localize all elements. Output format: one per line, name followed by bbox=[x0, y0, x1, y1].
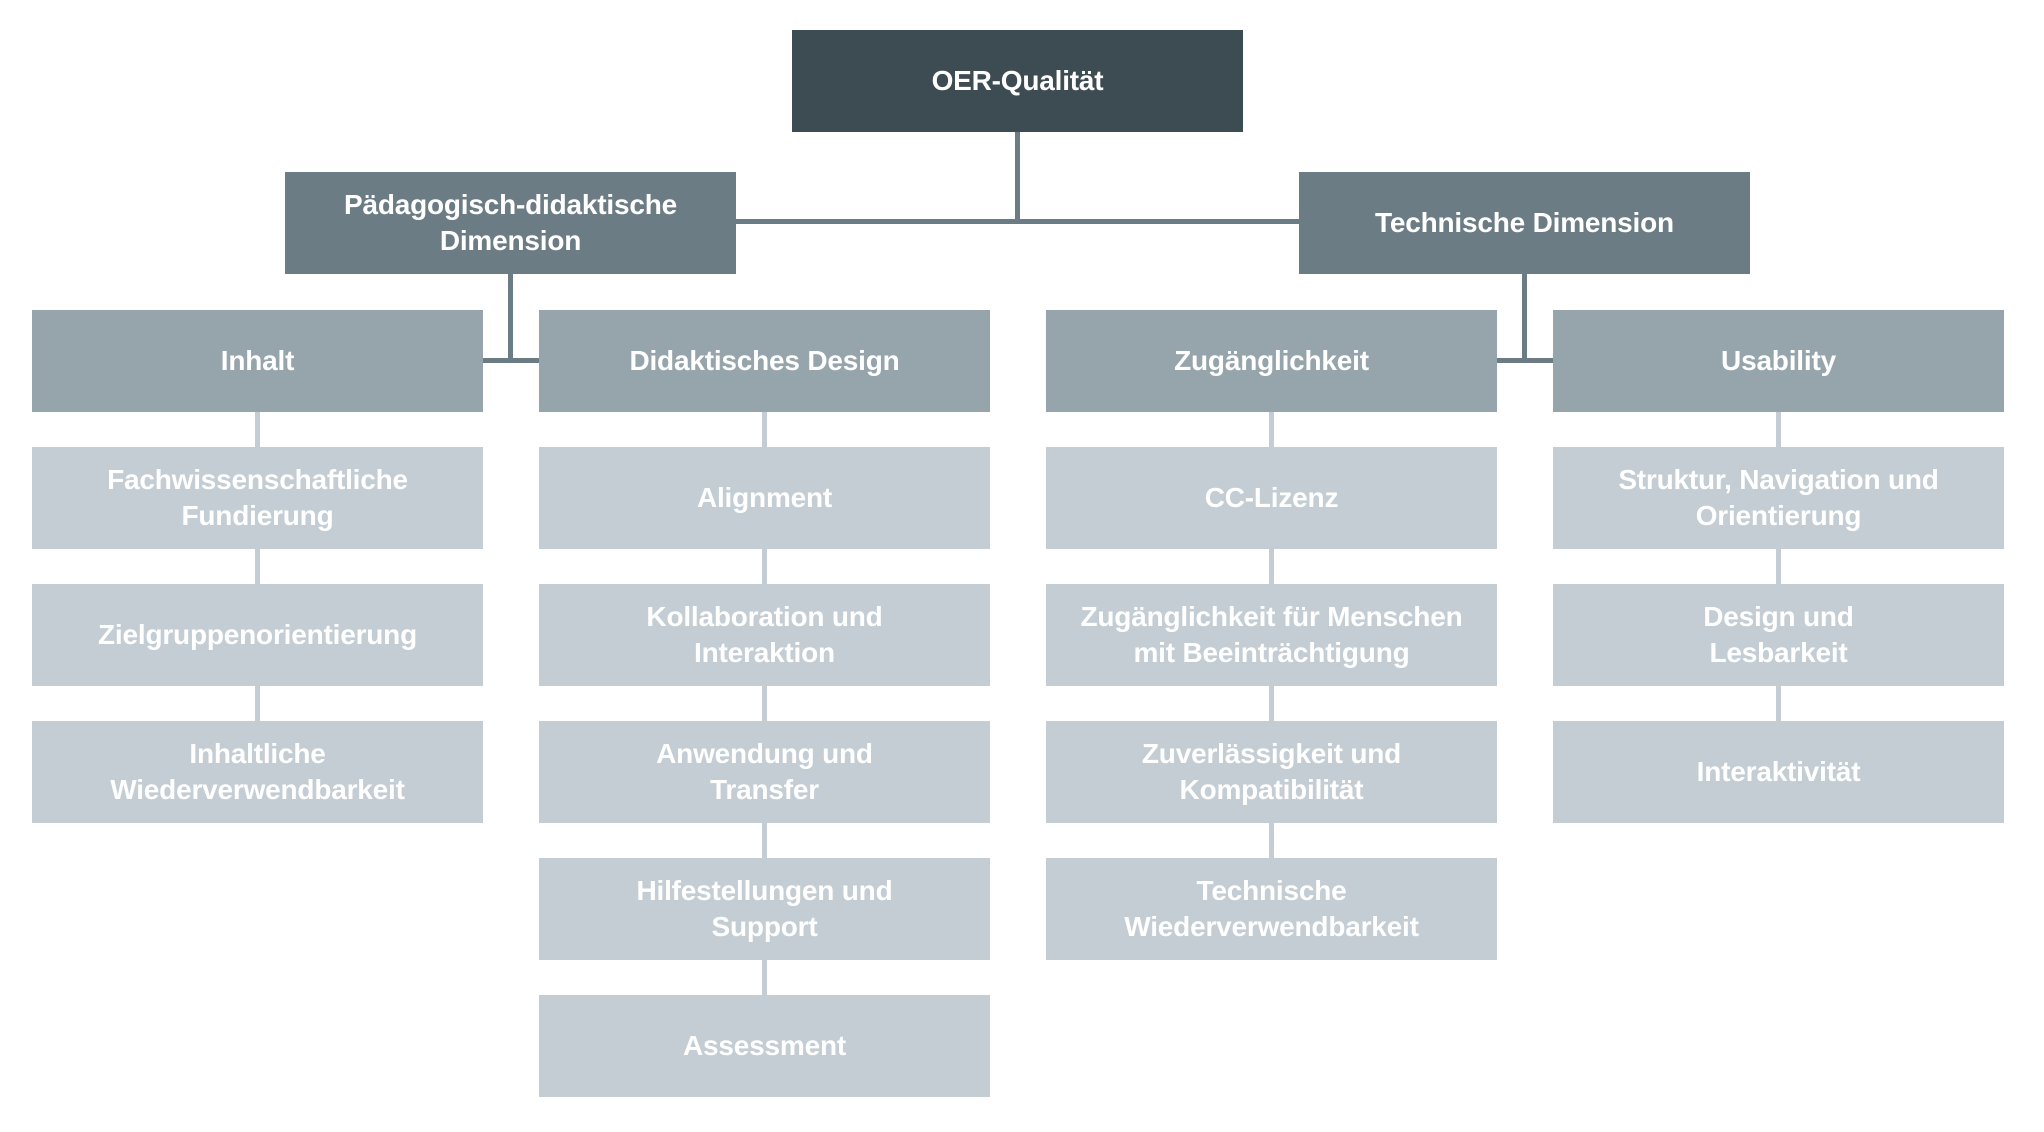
connector-col3-1 bbox=[1269, 412, 1274, 447]
node-zugaenglichkeit-fuer-menschen-mit-beeintraechtigung: Zugänglichkeit für Menschen mit Beeinträ… bbox=[1046, 584, 1497, 686]
node-oer-qualitaet: OER-Qualität bbox=[792, 30, 1243, 132]
connector-col3-3 bbox=[1269, 686, 1274, 721]
connector-col2-1 bbox=[762, 412, 767, 447]
node-cc-lizenz: CC-Lizenz bbox=[1046, 447, 1497, 549]
node-alignment: Alignment bbox=[539, 447, 990, 549]
node-zielgruppenorientierung: Zielgruppenorientierung bbox=[32, 584, 483, 686]
connector-paedagogisch-vertical bbox=[508, 274, 513, 363]
connector-dimensions-horizontal bbox=[736, 219, 1299, 224]
connector-col3-2 bbox=[1269, 549, 1274, 584]
node-technische-wiederverwendbarkeit: Technische Wiederverwendbarkeit bbox=[1046, 858, 1497, 960]
connector-col2-3 bbox=[762, 686, 767, 721]
connector-col2-5 bbox=[762, 960, 767, 995]
node-zuverlaessigkeit-und-kompatibilitaet: Zuverlässigkeit und Kompatibilität bbox=[1046, 721, 1497, 823]
connector-col1-1 bbox=[255, 412, 260, 447]
connector-root-vertical bbox=[1015, 132, 1020, 224]
connector-technische-vertical bbox=[1522, 274, 1527, 363]
node-anwendung-und-transfer: Anwendung und Transfer bbox=[539, 721, 990, 823]
connector-col3-4 bbox=[1269, 823, 1274, 858]
node-assessment: Assessment bbox=[539, 995, 990, 1097]
connector-col2-4 bbox=[762, 823, 767, 858]
node-inhalt: Inhalt bbox=[32, 310, 483, 412]
node-didaktisches-design: Didaktisches Design bbox=[539, 310, 990, 412]
node-zugaenglichkeit: Zugänglichkeit bbox=[1046, 310, 1497, 412]
node-interaktivitaet: Interaktivität bbox=[1553, 721, 2004, 823]
connector-col4-2 bbox=[1776, 549, 1781, 584]
node-struktur-navigation-und-orientierung: Struktur, Navigation und Orientierung bbox=[1553, 447, 2004, 549]
connector-col4-1 bbox=[1776, 412, 1781, 447]
connector-col1-3 bbox=[255, 686, 260, 721]
node-paedagogisch-didaktische-dimension: Pädagogisch-didaktische Dimension bbox=[285, 172, 736, 274]
node-fachwissenschaftliche-fundierung: Fachwissenschaftliche Fundierung bbox=[32, 447, 483, 549]
node-technische-dimension: Technische Dimension bbox=[1299, 172, 1750, 274]
node-kollaboration-und-interaktion: Kollaboration und Interaktion bbox=[539, 584, 990, 686]
node-inhaltliche-wiederverwendbarkeit: Inhaltliche Wiederverwendbarkeit bbox=[32, 721, 483, 823]
connector-inhalt-didaktisches-horizontal bbox=[483, 358, 539, 363]
node-usability: Usability bbox=[1553, 310, 2004, 412]
connector-zugaenglichkeit-usability-horizontal bbox=[1497, 358, 1553, 363]
node-hilfestellungen-und-support: Hilfestellungen und Support bbox=[539, 858, 990, 960]
node-design-und-lesbarkeit: Design und Lesbarkeit bbox=[1553, 584, 2004, 686]
connector-col1-2 bbox=[255, 549, 260, 584]
connector-col4-3 bbox=[1776, 686, 1781, 721]
connector-col2-2 bbox=[762, 549, 767, 584]
